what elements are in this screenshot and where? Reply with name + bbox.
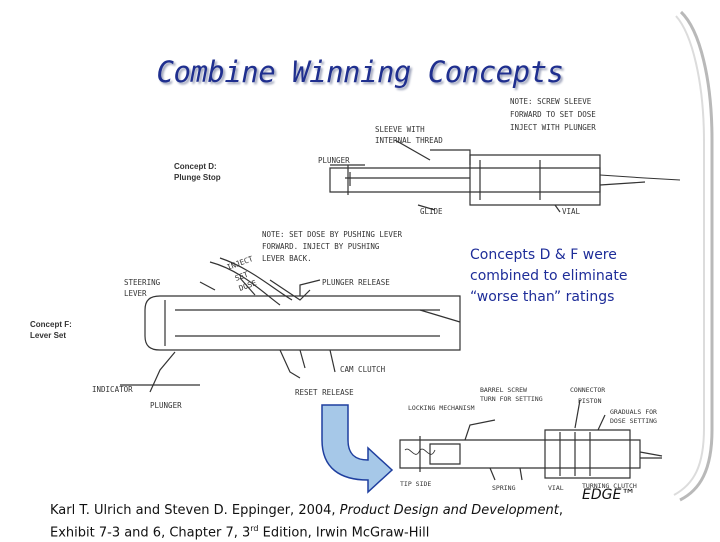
concept-f-annotations: NOTE: SET DOSE BY PUSHING LEVER FORWARD.… — [92, 230, 402, 410]
combined-piston: PISTON — [578, 397, 602, 405]
citation-ordinal: rd — [250, 524, 259, 533]
concept-f-plunger-release: PLUNGER RELEASE — [322, 278, 390, 287]
concept-d-glide: GLIDE — [420, 207, 443, 216]
combined-annotations: BARREL SCREW TURN FOR SETTING LOCKING ME… — [400, 386, 657, 492]
concept-f-label-1: Concept F: — [30, 320, 72, 329]
combined-graduals-1: GRADUALS FOR — [610, 408, 657, 416]
concept-f-inject-1: INJECT — [226, 254, 255, 272]
concept-f-sketch — [120, 257, 461, 393]
combined-barrel-1: BARREL SCREW — [480, 386, 527, 394]
source-citation: Karl T. Ulrich and Steven D. Eppinger, 2… — [50, 502, 610, 542]
concept-f-indicator: INDICATOR — [92, 385, 133, 394]
citation-book-title: Product Design and Development — [339, 503, 559, 518]
concept-f-label: Concept F: Lever Set — [30, 320, 72, 340]
concept-d-note-1: NOTE: SCREW SLEEVE — [510, 97, 592, 106]
citation-authors: Karl T. Ulrich and Steven D. Eppinger, 2… — [50, 503, 340, 518]
concept-d-sleeve-1: SLEEVE WITH — [375, 125, 425, 134]
note-line-3: “worse than” ratings — [470, 289, 615, 305]
combined-connector: CONNECTOR — [570, 386, 605, 394]
concept-d-sleeve-2: INTERNAL THREAD — [375, 136, 443, 145]
concept-d-vial: VIAL — [562, 207, 581, 216]
note-line-2: combined to eliminate — [470, 268, 628, 284]
concept-d-annotations: NOTE: SCREW SLEEVE FORWARD TO SET DOSE I… — [318, 97, 596, 216]
concept-f-reset-release: RESET RELEASE — [295, 388, 354, 397]
page-curl-decoration — [673, 10, 714, 502]
curved-arrow-icon — [321, 404, 394, 494]
concept-f-plunger: PLUNGER — [150, 401, 182, 410]
combined-barrel-2: TURN FOR SETTING — [480, 395, 543, 403]
slide-title: Combine Winning Concepts — [156, 55, 564, 89]
citation-details: , Exhibit 7-3 and 6, Chapter 7, 3 — [50, 503, 563, 541]
citation-publisher: Edition, Irwin McGraw-Hill — [258, 525, 430, 541]
edge-brand: EDGE™ — [582, 487, 636, 503]
concept-f-steering-2: LEVER — [124, 289, 147, 298]
concept-d-note-3: INJECT WITH PLUNGER — [510, 123, 596, 132]
combined-sketch — [399, 399, 663, 481]
concept-f-note-1: NOTE: SET DOSE BY PUSHING LEVER — [262, 230, 402, 239]
combined-vial: VIAL — [548, 484, 564, 492]
combination-note: Concepts D & F were combined to eliminat… — [470, 245, 670, 308]
concept-f-cam-clutch: CAM CLUTCH — [340, 365, 386, 374]
concept-f-label-2: Lever Set — [30, 331, 66, 340]
concept-f-note-2: FORWARD. INJECT BY PUSHING — [262, 242, 380, 251]
combined-turning: TURNING CLUTCH — [582, 482, 637, 490]
concept-d-label: Concept D: Plunge Stop — [174, 162, 221, 182]
concept-f-note-3: LEVER BACK. — [262, 254, 312, 263]
combined-locking: LOCKING MECHANISM — [408, 404, 475, 412]
combined-spring: SPRING — [492, 484, 516, 492]
concept-d-sketch — [329, 139, 681, 213]
concept-d-note-2: FORWARD TO SET DOSE — [510, 110, 596, 119]
concept-d-plunger: PLUNGER — [318, 156, 350, 165]
combined-graduals-2: DOSE SETTING — [610, 417, 657, 425]
note-line-1: Concepts D & F were — [470, 247, 617, 263]
combined-tip: TIP SIDE — [400, 480, 431, 488]
concept-f-steering-1: STEERING — [124, 278, 161, 287]
concept-d-label-1: Concept D: — [174, 162, 217, 171]
concept-d-label-2: Plunge Stop — [174, 173, 221, 182]
